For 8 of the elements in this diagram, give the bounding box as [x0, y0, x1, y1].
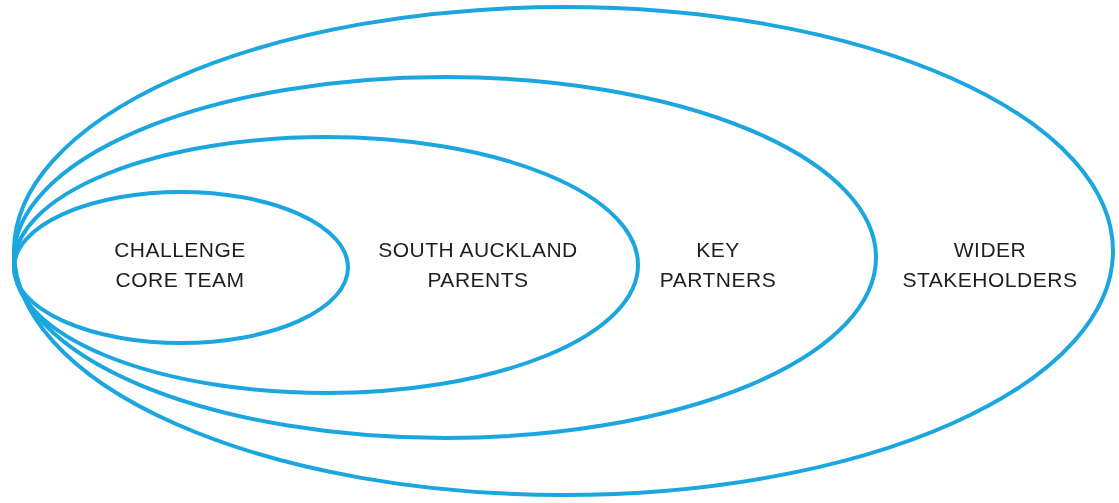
nested-ellipse	[12, 135, 640, 395]
nested-ellipse	[12, 75, 878, 440]
group-label: CHALLENGE CORE TEAM	[113, 236, 247, 293]
group-label: SOUTH AUCKLAND PARENTS	[377, 236, 579, 293]
nested-ellipse	[12, 5, 1115, 497]
group-label: KEY PARTNERS	[658, 236, 778, 293]
group-label: WIDER STAKEHOLDERS	[901, 236, 1079, 293]
nested-ellipse	[12, 190, 350, 345]
